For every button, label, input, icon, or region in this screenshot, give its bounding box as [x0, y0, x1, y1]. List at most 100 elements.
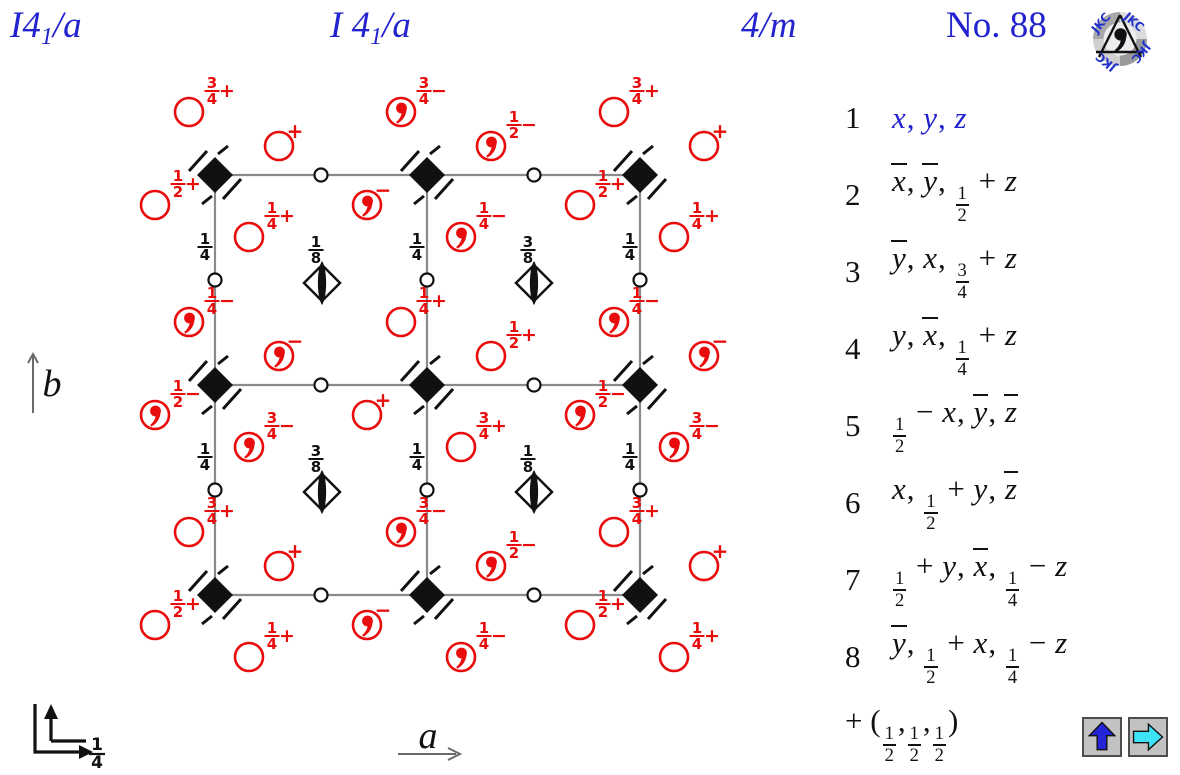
fraction-denominator: 4 [267, 215, 277, 233]
text: , [938, 317, 954, 353]
fraction-numerator: 1 [200, 230, 210, 248]
inversion-centre-symbol [526, 587, 542, 603]
fraction-denominator: 4 [412, 456, 422, 474]
fraction-denominator: 4 [200, 456, 210, 474]
comma-glyph [362, 615, 373, 637]
origin-height-denominator: 4 [91, 753, 103, 770]
text: ) [947, 703, 959, 738]
sign-label: + [287, 119, 304, 143]
fraction-numerator: 1 [692, 199, 702, 217]
sign-label: − [431, 500, 447, 522]
fraction-denominator: 4 [692, 425, 702, 443]
atom-circle: 14+ [233, 199, 295, 253]
fraction-numerator: 3 [419, 494, 429, 512]
text: − [1021, 548, 1055, 584]
text: , [922, 703, 931, 738]
atom-circle: 14+ [658, 199, 720, 253]
fraction-numerator: 1 [311, 233, 321, 251]
fraction-numerator: 1 [598, 377, 608, 395]
enantiomorph-atom-circle: 12− [475, 108, 537, 162]
sign-label: − [644, 290, 660, 312]
coordinate-variable: x [973, 625, 988, 661]
sign-label: − [704, 415, 720, 437]
coordinate-variable: x [892, 99, 906, 135]
fraction-numerator: 1 [412, 440, 422, 458]
sign-label: − [521, 114, 537, 136]
inversion-centre-symbol [313, 587, 329, 603]
coordinate-variable: x [892, 471, 906, 507]
subscript: 1 [40, 24, 53, 50]
fraction-numerator: 3 [632, 494, 642, 512]
nav-up-button[interactable] [1082, 717, 1122, 757]
inversion-centre-symbol: 14 [622, 230, 648, 288]
position-index: 7 [845, 561, 861, 597]
origin-marker: 14 [33, 704, 105, 773]
coordinate-variable: y [892, 317, 906, 353]
enantiomorph-atom-circle: 14− [445, 199, 507, 253]
comma-glyph [575, 405, 586, 427]
fraction-denominator: 4 [479, 425, 489, 443]
barred-coordinate-variable: y [891, 240, 907, 276]
coordinate-variable: z [1004, 240, 1017, 276]
sign-label: + [644, 500, 660, 522]
text: , [938, 240, 954, 276]
position-index: 4 [845, 330, 861, 366]
fraction-denominator: 8 [523, 249, 533, 267]
fraction-numerator: 1 [479, 199, 489, 217]
enantiomorph-atom-circle: 14− [598, 284, 660, 338]
fourfold-screw-axis-symbol [612, 564, 668, 626]
text: , [938, 163, 954, 199]
fourbar-inversion-axis-symbol: 18 [514, 442, 554, 514]
fraction-denominator: 4 [412, 246, 422, 264]
sign-label: + [610, 173, 626, 195]
atom-circle: 34+ [598, 494, 660, 548]
text: , [957, 394, 973, 430]
text: + [939, 471, 973, 507]
fraction-denominator: 4 [207, 90, 217, 108]
symmetry-diagram-canvas: 34++12+14+34−12−−14−34++12+14+14−−12−34−… [27, 74, 728, 773]
position-index: 2 [845, 176, 861, 212]
fraction-denominator: 4 [419, 510, 429, 528]
atom-circle: 12+ [139, 587, 201, 641]
nav-next-button[interactable] [1128, 717, 1168, 757]
enantiomorph-atom-circle: − [351, 598, 391, 641]
position-index: 3 [845, 253, 861, 289]
fourfold-screw-axis-symbol [399, 144, 455, 206]
fraction-numerator: 1 [207, 284, 217, 302]
text: , [988, 471, 1004, 507]
atom-circle: 14+ [658, 619, 720, 673]
sign-label: − [491, 205, 507, 227]
fraction-denominator: 2 [509, 334, 519, 352]
fourbar-inversion-axis-symbol: 38 [514, 233, 554, 305]
atom-circle: 34+ [598, 74, 660, 128]
sign-label: + [704, 205, 720, 227]
fraction-numerator: 1 [598, 587, 608, 605]
text: , [957, 548, 973, 584]
sign-label: + [644, 80, 660, 102]
fraction-numerator: 3 [692, 409, 702, 427]
fraction-numerator: 1 [412, 230, 422, 248]
comma-glyph [699, 346, 710, 368]
space-group-symbol-full: I 41/a [330, 5, 411, 50]
sign-label: + [491, 415, 507, 437]
barred-coordinate-variable: y [972, 394, 989, 430]
fraction-numerator: 1 [509, 108, 519, 126]
sign-label: + [704, 625, 720, 647]
sign-label: − [279, 415, 295, 437]
jkc-logo[interactable]: JKC JKC JKC JKC [1087, 6, 1153, 72]
sign-label: − [219, 290, 235, 312]
enantiomorph-atom-circle: 12− [564, 377, 626, 431]
